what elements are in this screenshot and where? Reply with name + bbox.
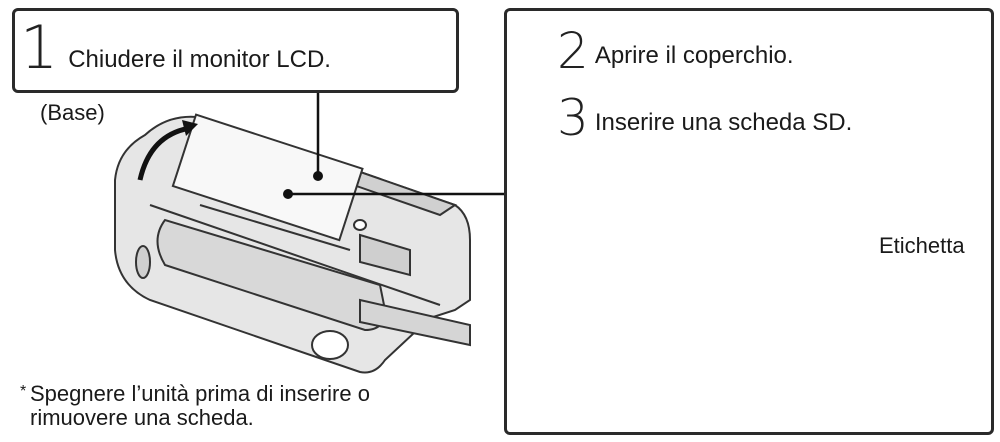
step3-number: 3 [557,89,589,147]
step1-text: Chiudere il monitor LCD. [68,46,331,73]
step1: 1 Chiudere il monitor LCD. [20,18,331,78]
footnote-line2: rimuovere una scheda. [30,405,254,430]
camcorder-illustration-left [114,113,471,374]
step3: 3 Inserire una scheda SD. [557,93,852,143]
step2-3-callout-box: 2 Aprire il coperchio. 3 Inserire una sc… [504,8,994,435]
step2-text: Aprire il coperchio. [594,42,794,69]
step1-callout-box [12,8,459,93]
step2-number: 2 [557,22,589,80]
step2: 2 Aprire il coperchio. [557,26,794,76]
footnote-marker: * [20,383,27,400]
open-arrow-icon [137,125,191,181]
step1-number: 1 [20,13,59,83]
label-callout: Etichetta [879,233,965,258]
footnote-line1: Spegnere l’unità prima di inserire o [30,381,370,406]
base-label: (Base) [40,100,105,125]
footnote: * Spegnere l’unità prima di inserire o r… [20,381,370,430]
step3-text: Inserire una scheda SD. [594,109,853,136]
